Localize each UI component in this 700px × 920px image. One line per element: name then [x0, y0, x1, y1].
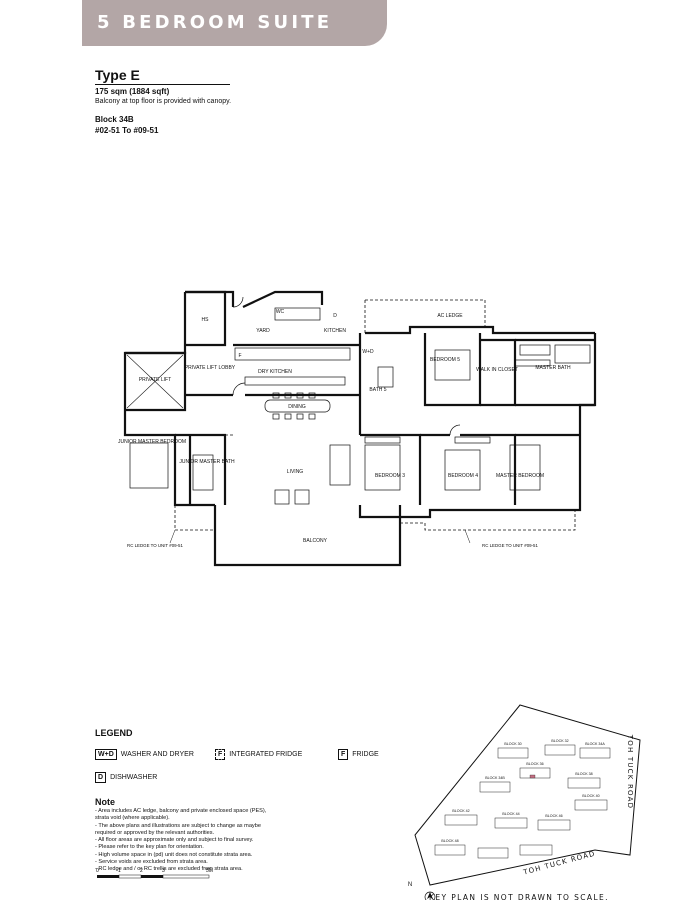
legend-symbol: F	[338, 749, 349, 760]
unit-note: Balcony at top floor is provided with ca…	[95, 98, 232, 105]
note-line: - RC ledge and / or RC trellis are exclu…	[95, 866, 243, 873]
header-banner	[82, 0, 387, 46]
legend: LEGEND	[95, 728, 415, 738]
room-label: JUNIOR MASTER BEDROOM	[118, 439, 186, 445]
room-label: KITCHEN	[324, 328, 346, 334]
room-label: WALK IN CLOSET	[476, 367, 518, 373]
block-name: Block 34B	[95, 115, 134, 124]
legend-symbol: D	[95, 772, 107, 783]
legend-item-integrated-fridge: F INTEGRATED FRIDGE	[215, 749, 302, 760]
room-label: LIVING	[287, 469, 304, 475]
unit-info: Type E 175 sqm (1884 sqft) Balcony at to…	[95, 67, 231, 135]
key-plan-note: KEY PLAN IS NOT DRAWN TO SCALE.	[429, 893, 609, 902]
room-label: YARD	[256, 328, 270, 334]
legend-item-washer-dryer: W+D WASHER AND DRYER	[95, 749, 194, 760]
unit-highlight	[529, 774, 536, 779]
fixture-label: W+D	[362, 349, 374, 355]
scale-label: 1	[118, 868, 121, 874]
room-label: AC LEDGE	[437, 313, 463, 319]
room-label: BEDROOM 5	[430, 357, 460, 363]
note-line: - Please refer to the key plan for orien…	[95, 844, 204, 851]
legend-label: WASHER AND DRYER	[120, 751, 194, 758]
scale-label: 2	[140, 868, 143, 874]
room-label: BATH 5	[369, 387, 386, 393]
rc-ledge-label: RC LEDGE TO UNIT #09-51	[127, 543, 183, 548]
room-label: BALCONY	[303, 538, 328, 544]
notes-title: Note	[95, 797, 115, 807]
note-line: required or approved by the relevant aut…	[95, 829, 215, 836]
north-arrow-icon: N	[408, 882, 436, 900]
block-label: BLOCK 32	[551, 739, 568, 743]
note-line: - The above plans and illustrations are …	[95, 822, 261, 829]
page-title: 5 BEDROOM SUITE	[97, 12, 333, 33]
scale-bar: 0 1 2 3 5M	[96, 868, 213, 879]
room-label: PRIVATE LIFT LOBBY	[185, 365, 236, 371]
block-label: BLOCK 30	[504, 742, 521, 746]
note-line: strata void (where applicable).	[95, 815, 170, 822]
block-label: BLOCK 46	[545, 814, 562, 818]
legend-label: DISHWASHER	[110, 774, 158, 781]
room-label: HS	[202, 317, 210, 323]
fixture-label: WC	[276, 309, 285, 315]
note-line: - All floor areas are approximate only a…	[95, 837, 254, 844]
room-label: MASTER BATH	[535, 365, 571, 371]
room-label: MASTER BEDROOM	[496, 473, 544, 479]
block-label: BLOCK 36	[526, 762, 543, 766]
scale-label: 5M	[206, 868, 213, 874]
note-line: - Service voids are excluded from strata…	[95, 859, 208, 866]
block-label: BLOCK 42	[452, 809, 469, 813]
block-label: BLOCK 34A	[585, 742, 605, 746]
room-label: BEDROOM 3	[375, 473, 405, 479]
scale-label: 3	[162, 868, 165, 874]
unit-range: #02-51 To #09-51	[95, 126, 159, 135]
legend-label: FRIDGE	[352, 751, 379, 758]
fixture-label: F	[238, 353, 241, 359]
rc-ledge-label: RC LEDGE TO UNIT #09-51	[482, 543, 538, 548]
legend-item-fridge: F FRIDGE	[338, 749, 379, 760]
note-line: - High volume space in (pd) unit does no…	[95, 851, 253, 858]
floor-plan: HS YARD KITCHEN AC LEDGE PRIVATE LIFT PR…	[118, 290, 597, 567]
scale-label: 0	[96, 868, 99, 874]
key-plan: BLOCK 30 BLOCK 32 BLOCK 34A BLOCK 34B BL…	[408, 704, 641, 900]
note-line: - Area includes AC ledge, balcony and pr…	[95, 808, 267, 814]
room-label: DINING	[288, 404, 306, 410]
road-label: TOH TUCK ROAD	[626, 734, 634, 809]
room-label: PRIVATE LIFT	[139, 377, 171, 383]
fixture-label: D	[333, 313, 337, 319]
block-label: BLOCK 38	[575, 772, 592, 776]
block-label: BLOCK 48	[441, 839, 458, 843]
block-label: BLOCK 40	[582, 794, 599, 798]
unit-type: Type E	[95, 67, 230, 85]
unit-area: 175 sqm (1884 sqft)	[95, 87, 170, 96]
legend-symbol: W+D	[95, 749, 117, 760]
legend-title: LEGEND	[95, 728, 133, 738]
block-label: BLOCK 44	[502, 812, 519, 816]
north-label: N	[408, 882, 412, 888]
notes: Note - Area includes AC ledge, balcony a…	[95, 797, 345, 874]
legend-symbol: F	[215, 749, 226, 760]
room-label: DRY KITCHEN	[258, 369, 292, 375]
legend-item-dishwasher: D DISHWASHER	[95, 772, 157, 783]
room-label: JUNIOR MASTER BATH	[179, 459, 235, 465]
room-label: BEDROOM 4	[448, 473, 478, 479]
block-label: BLOCK 34B	[485, 776, 505, 780]
legend-label: INTEGRATED FRIDGE	[229, 751, 303, 758]
